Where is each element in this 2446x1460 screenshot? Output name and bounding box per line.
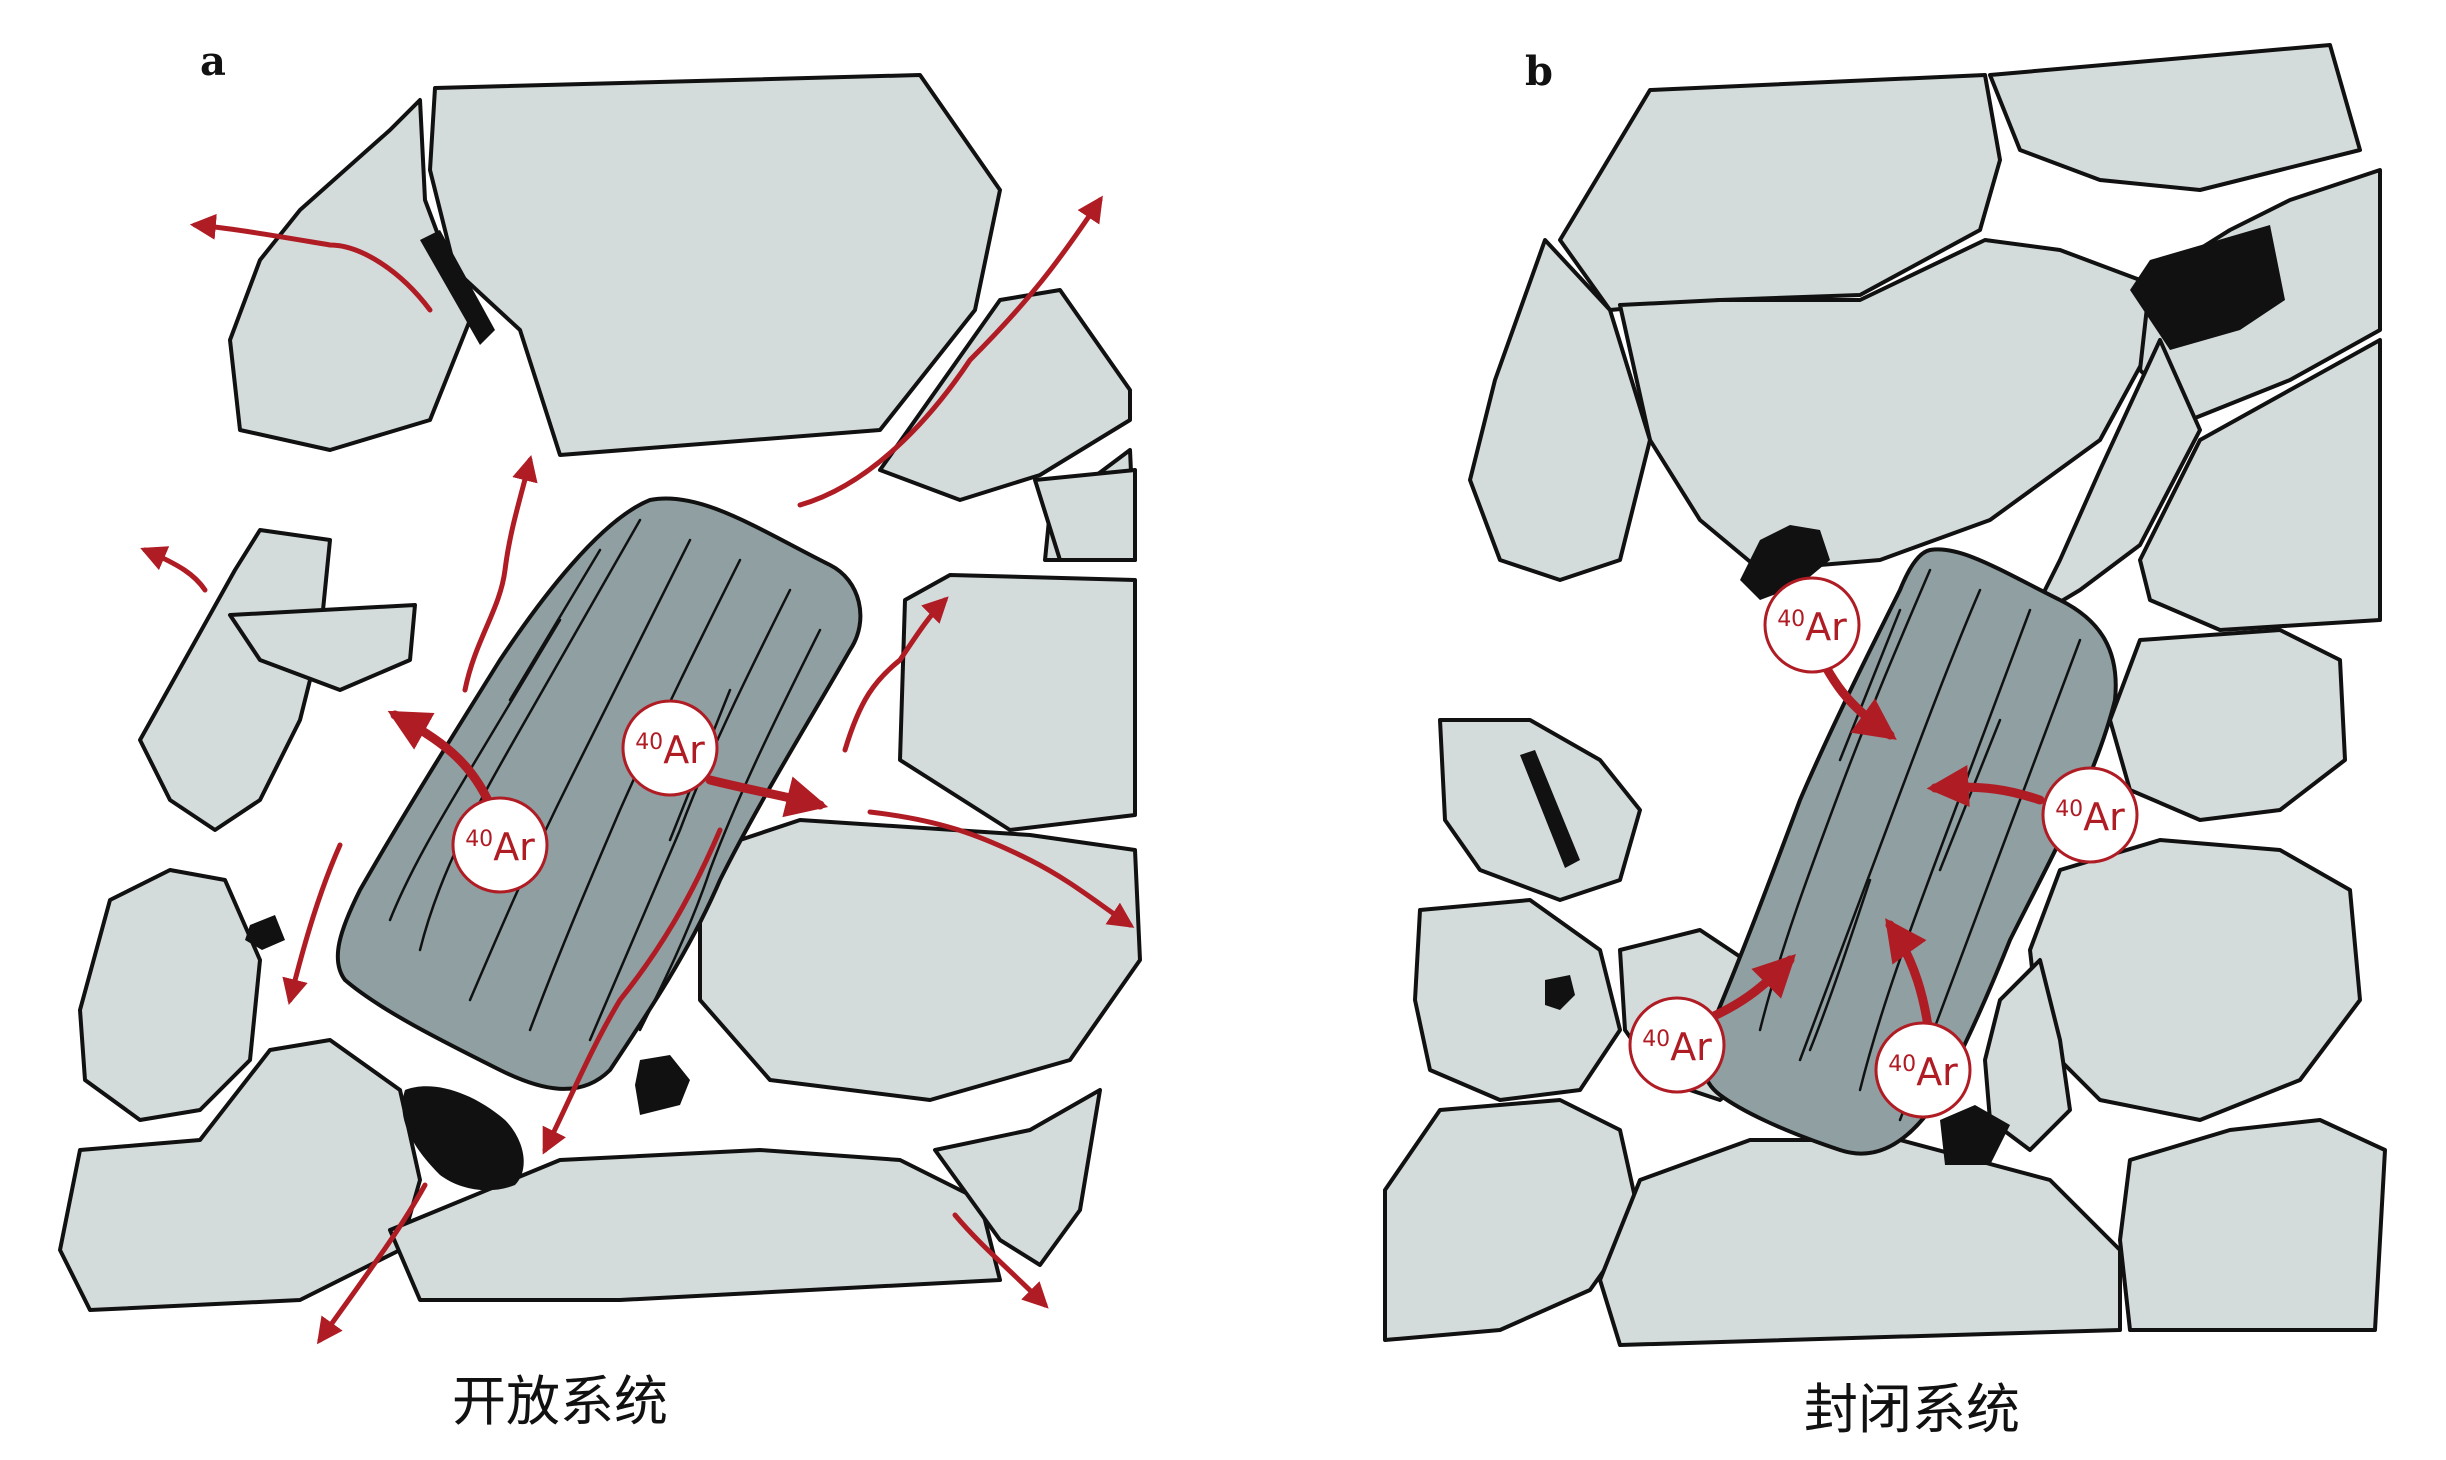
grain <box>933 1088 1102 1267</box>
panel-a-escape-arrows <box>140 195 1135 1345</box>
grain <box>228 603 417 692</box>
panel-b-opaque-grains <box>1520 225 2285 1165</box>
grain <box>1468 238 1652 582</box>
grain <box>1983 958 2072 1152</box>
panel-a-mineral <box>335 496 863 1091</box>
opaque-grain <box>420 230 495 345</box>
opaque-grain <box>1740 525 1830 600</box>
opaque-grain <box>2130 225 2285 350</box>
panel-a-opaque-grains <box>245 230 690 1191</box>
panel-a-ar-badge-1: 40Ar <box>451 796 549 894</box>
escape-arrow <box>282 842 343 1006</box>
grain <box>2138 338 2382 632</box>
panel-a-diffusion-arrows <box>387 710 829 818</box>
grain <box>2118 1118 2387 1332</box>
ar-diffusion-arrow <box>705 775 829 818</box>
svg-text:40Ar: 40Ar <box>1642 1025 1712 1069</box>
panel-b-ar-badge-1: 40Ar <box>1763 576 1861 674</box>
grain <box>1438 718 1642 902</box>
svg-text:40Ar: 40Ar <box>465 825 535 869</box>
grain <box>58 1038 422 1312</box>
panel-b-letter: b <box>1525 48 1553 95</box>
grain <box>1558 73 2002 312</box>
panel-a: a <box>58 38 1142 1433</box>
ar-diffusion-arrow <box>387 710 495 810</box>
svg-text:40Ar: 40Ar <box>2055 795 2125 839</box>
panel-b-ar-badge-4: 40Ar <box>1874 1021 1972 1119</box>
panel-a-grains <box>58 73 1142 1312</box>
mineral-grain <box>1701 547 2118 1156</box>
opaque-grain <box>635 1055 690 1115</box>
panel-a-caption: 开放系统 <box>452 1370 668 1433</box>
opaque-grain <box>1545 975 1575 1010</box>
grain <box>898 573 1137 832</box>
panel-b-ar-badge-3: 40Ar <box>1628 996 1726 1094</box>
panel-b-ar-badge-2: 40Ar <box>2041 766 2139 864</box>
grain <box>138 528 332 832</box>
svg-text:40Ar: 40Ar <box>1888 1050 1958 1094</box>
ar-diffusion-arrow <box>1926 765 2045 807</box>
escape-arrow <box>316 1182 428 1345</box>
escape-arrow <box>542 827 723 1155</box>
escape-arrow <box>140 546 208 593</box>
panel-b-mineral <box>1701 547 2118 1156</box>
grain <box>1413 898 1622 1102</box>
mineral-grain <box>335 496 863 1091</box>
ar-diffusion-arrow <box>1700 954 1796 1025</box>
grain <box>1033 468 1137 562</box>
grain <box>878 288 1132 502</box>
opaque-grain <box>1520 750 1580 868</box>
svg-text:40Ar: 40Ar <box>635 728 705 772</box>
escape-arrow <box>189 213 433 313</box>
opaque-grain <box>402 1086 524 1191</box>
grain <box>1988 43 2362 192</box>
escape-arrow <box>842 596 949 753</box>
panel-b-caption: 封闭系统 <box>1804 1378 2020 1441</box>
grain <box>1618 238 2162 572</box>
escape-arrow <box>797 195 1103 508</box>
escape-arrow <box>462 454 538 693</box>
panel-b: b <box>1380 43 2395 1441</box>
opaque-grain <box>245 915 285 950</box>
opaque-grain <box>1940 1105 2010 1165</box>
escape-arrow <box>952 1212 1049 1309</box>
panel-b-grains <box>1383 43 2387 1347</box>
panel-a-ar-badge-2: 40Ar <box>621 699 719 797</box>
escape-arrow <box>867 809 1135 928</box>
svg-text:40Ar: 40Ar <box>1777 605 1847 649</box>
grain <box>78 868 262 1122</box>
panel-a-letter: a <box>200 38 226 85</box>
grain <box>428 73 1002 457</box>
grain <box>2108 628 2347 822</box>
